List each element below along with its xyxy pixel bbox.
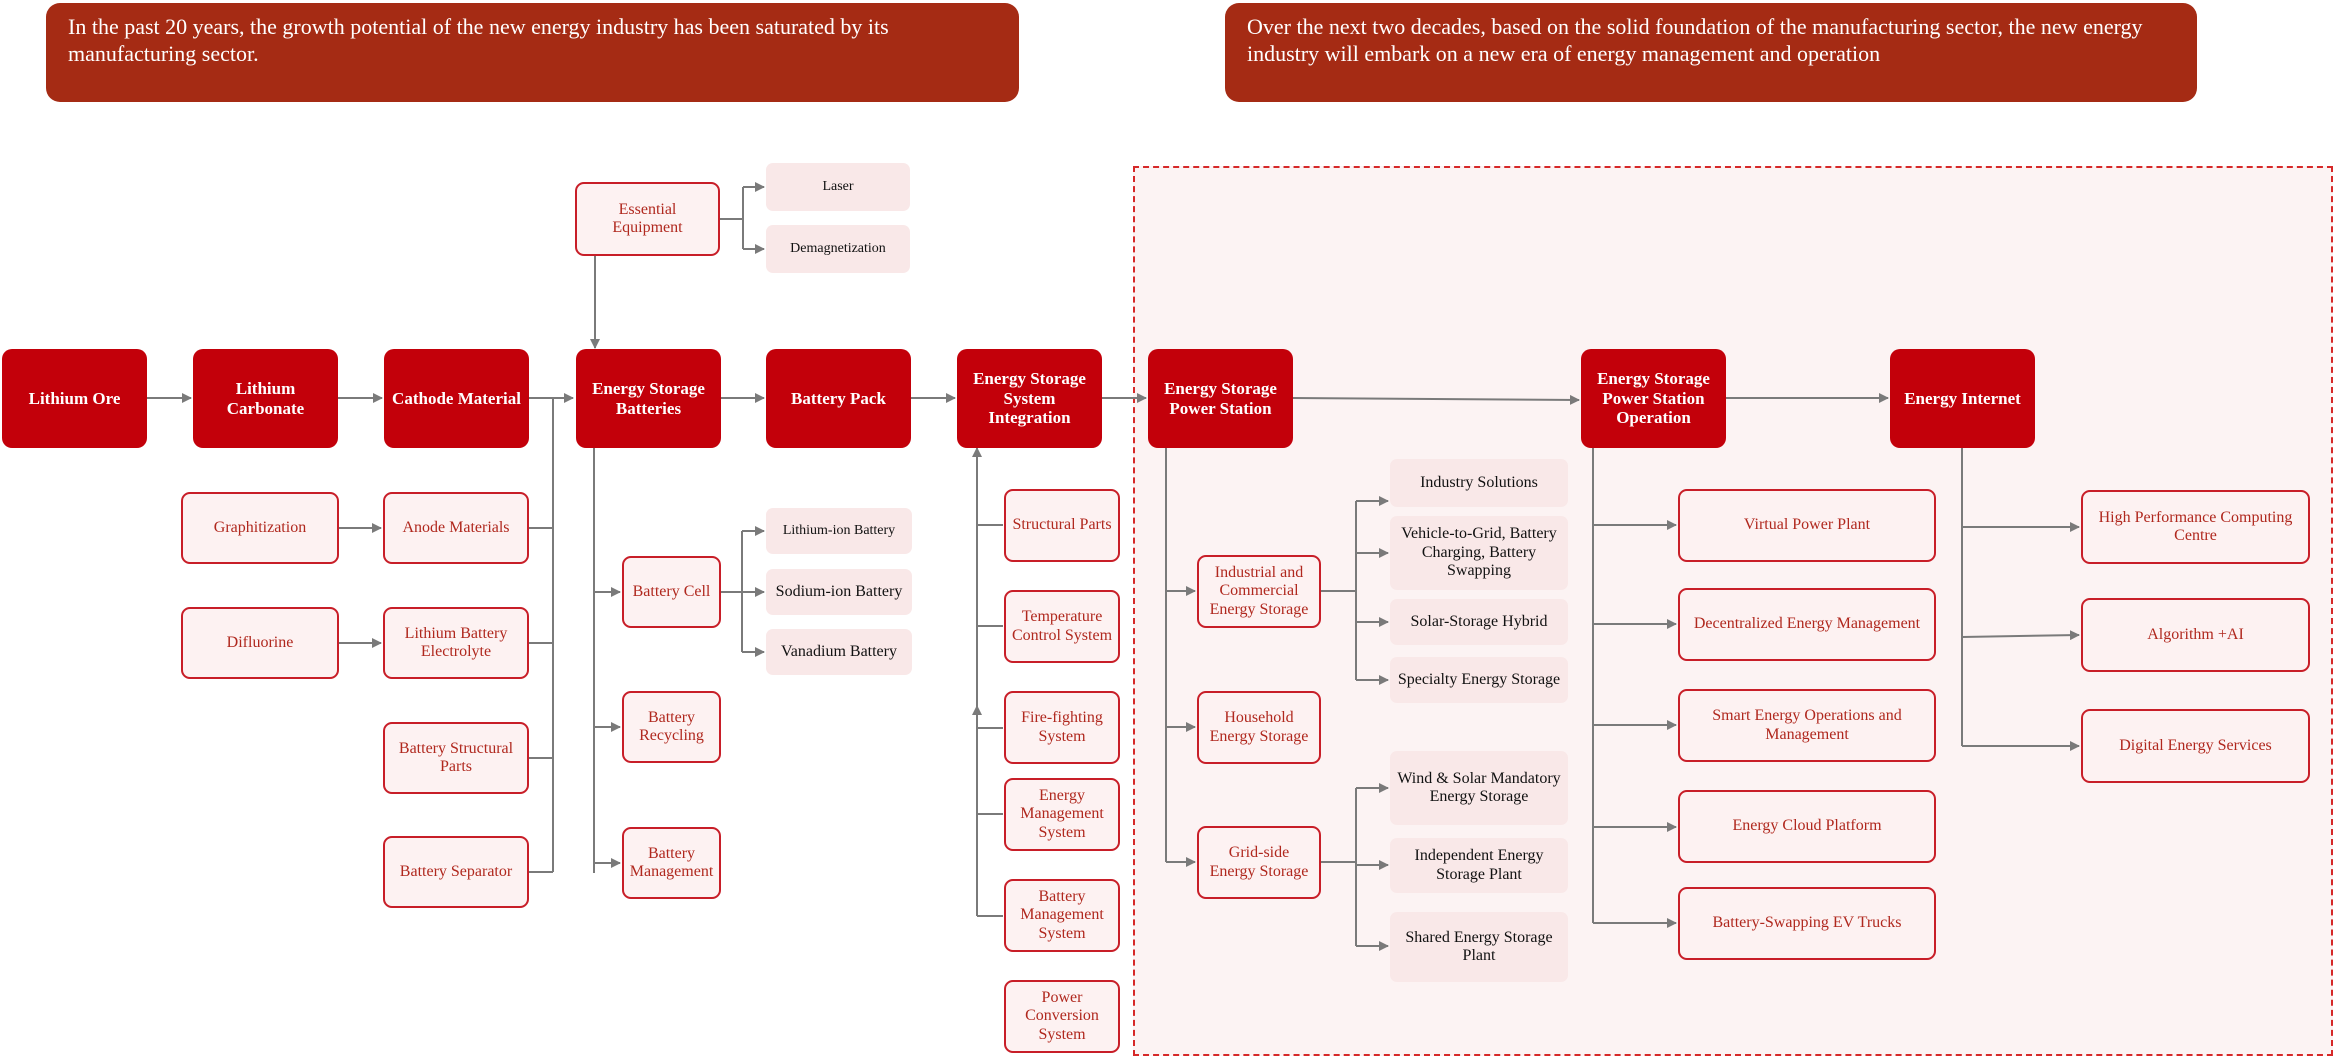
node-anode-materials: Anode Materials <box>383 492 529 564</box>
node-battery-separator: Battery Separator <box>383 836 529 908</box>
node-industry-solutions: Industry Solutions <box>1390 459 1568 507</box>
node-temperature-control: Temperature Control System <box>1004 590 1120 663</box>
node-lithium-carbonate: Lithium Carbonate <box>193 349 338 448</box>
past-banner: In the past 20 years, the growth potenti… <box>46 3 1019 102</box>
node-algorithm-ai: Algorithm +AI <box>2081 598 2310 672</box>
node-independent-plant: Independent Energy Storage Plant <box>1390 838 1568 893</box>
node-difluorine: Difluorine <box>181 607 339 679</box>
node-energy-internet: Energy Internet <box>1890 349 2035 448</box>
node-sodium-ion-battery: Sodium-ion Battery <box>766 569 912 615</box>
node-hpc-centre: High Performance Computing Centre <box>2081 490 2310 564</box>
future-banner: Over the next two decades, based on the … <box>1225 3 2197 102</box>
node-power-station: Energy Storage Power Station <box>1148 349 1293 448</box>
node-household: Household Energy Storage <box>1197 691 1321 764</box>
node-battery-structural-parts: Battery Structural Parts <box>383 722 529 794</box>
node-vanadium-battery: Vanadium Battery <box>766 629 912 675</box>
node-battery-pack: Battery Pack <box>766 349 911 448</box>
node-essential-equipment: Essential Equipment <box>575 182 720 256</box>
node-virtual-power-plant: Virtual Power Plant <box>1678 489 1936 562</box>
node-shared-plant: Shared Energy Storage Plant <box>1390 912 1568 982</box>
node-fire-fighting: Fire-fighting System <box>1004 691 1120 764</box>
node-energy-storage-batteries: Energy Storage Batteries <box>576 349 721 448</box>
node-electrolyte: Lithium Battery Electrolyte <box>383 607 529 679</box>
node-battery-management-system: Battery Management System <box>1004 879 1120 952</box>
node-solar-storage: Solar-Storage Hybrid <box>1390 599 1568 645</box>
node-lithium-ion-battery: Lithium-ion Battery <box>766 508 912 554</box>
node-structural-parts: Structural Parts <box>1004 489 1120 562</box>
node-lithium-ore: Lithium Ore <box>2 349 147 448</box>
node-industrial-commercial: Industrial and Commercial Energy Storage <box>1197 555 1321 628</box>
node-decentralized-management: Decentralized Energy Management <box>1678 588 1936 661</box>
node-battery-cell: Battery Cell <box>622 556 721 628</box>
node-demagnetization: Demagnetization <box>766 225 910 273</box>
node-smart-operations: Smart Energy Operations and Management <box>1678 689 1936 762</box>
node-system-integration: Energy Storage System Integration <box>957 349 1102 448</box>
node-digital-services: Digital Energy Services <box>2081 709 2310 783</box>
node-v2g: Vehicle-to-Grid, Battery Charging, Batte… <box>1390 516 1568 590</box>
node-power-conversion-system: Power Conversion System <box>1004 980 1120 1053</box>
node-station-operation: Energy Storage Power Station Operation <box>1581 349 1726 448</box>
node-grid-side: Grid-side Energy Storage <box>1197 826 1321 899</box>
node-energy-management-system: Energy Management System <box>1004 778 1120 851</box>
node-battery-management: Battery Management <box>622 827 721 899</box>
node-cathode-material: Cathode Material <box>384 349 529 448</box>
node-swapping-trucks: Battery-Swapping EV Trucks <box>1678 887 1936 960</box>
node-specialty: Specialty Energy Storage <box>1390 657 1568 703</box>
node-graphitization: Graphitization <box>181 492 339 564</box>
node-laser: Laser <box>766 163 910 211</box>
node-battery-recycling: Battery Recycling <box>622 691 721 763</box>
node-wind-solar: Wind & Solar Mandatory Energy Storage <box>1390 751 1568 825</box>
node-energy-cloud: Energy Cloud Platform <box>1678 790 1936 863</box>
